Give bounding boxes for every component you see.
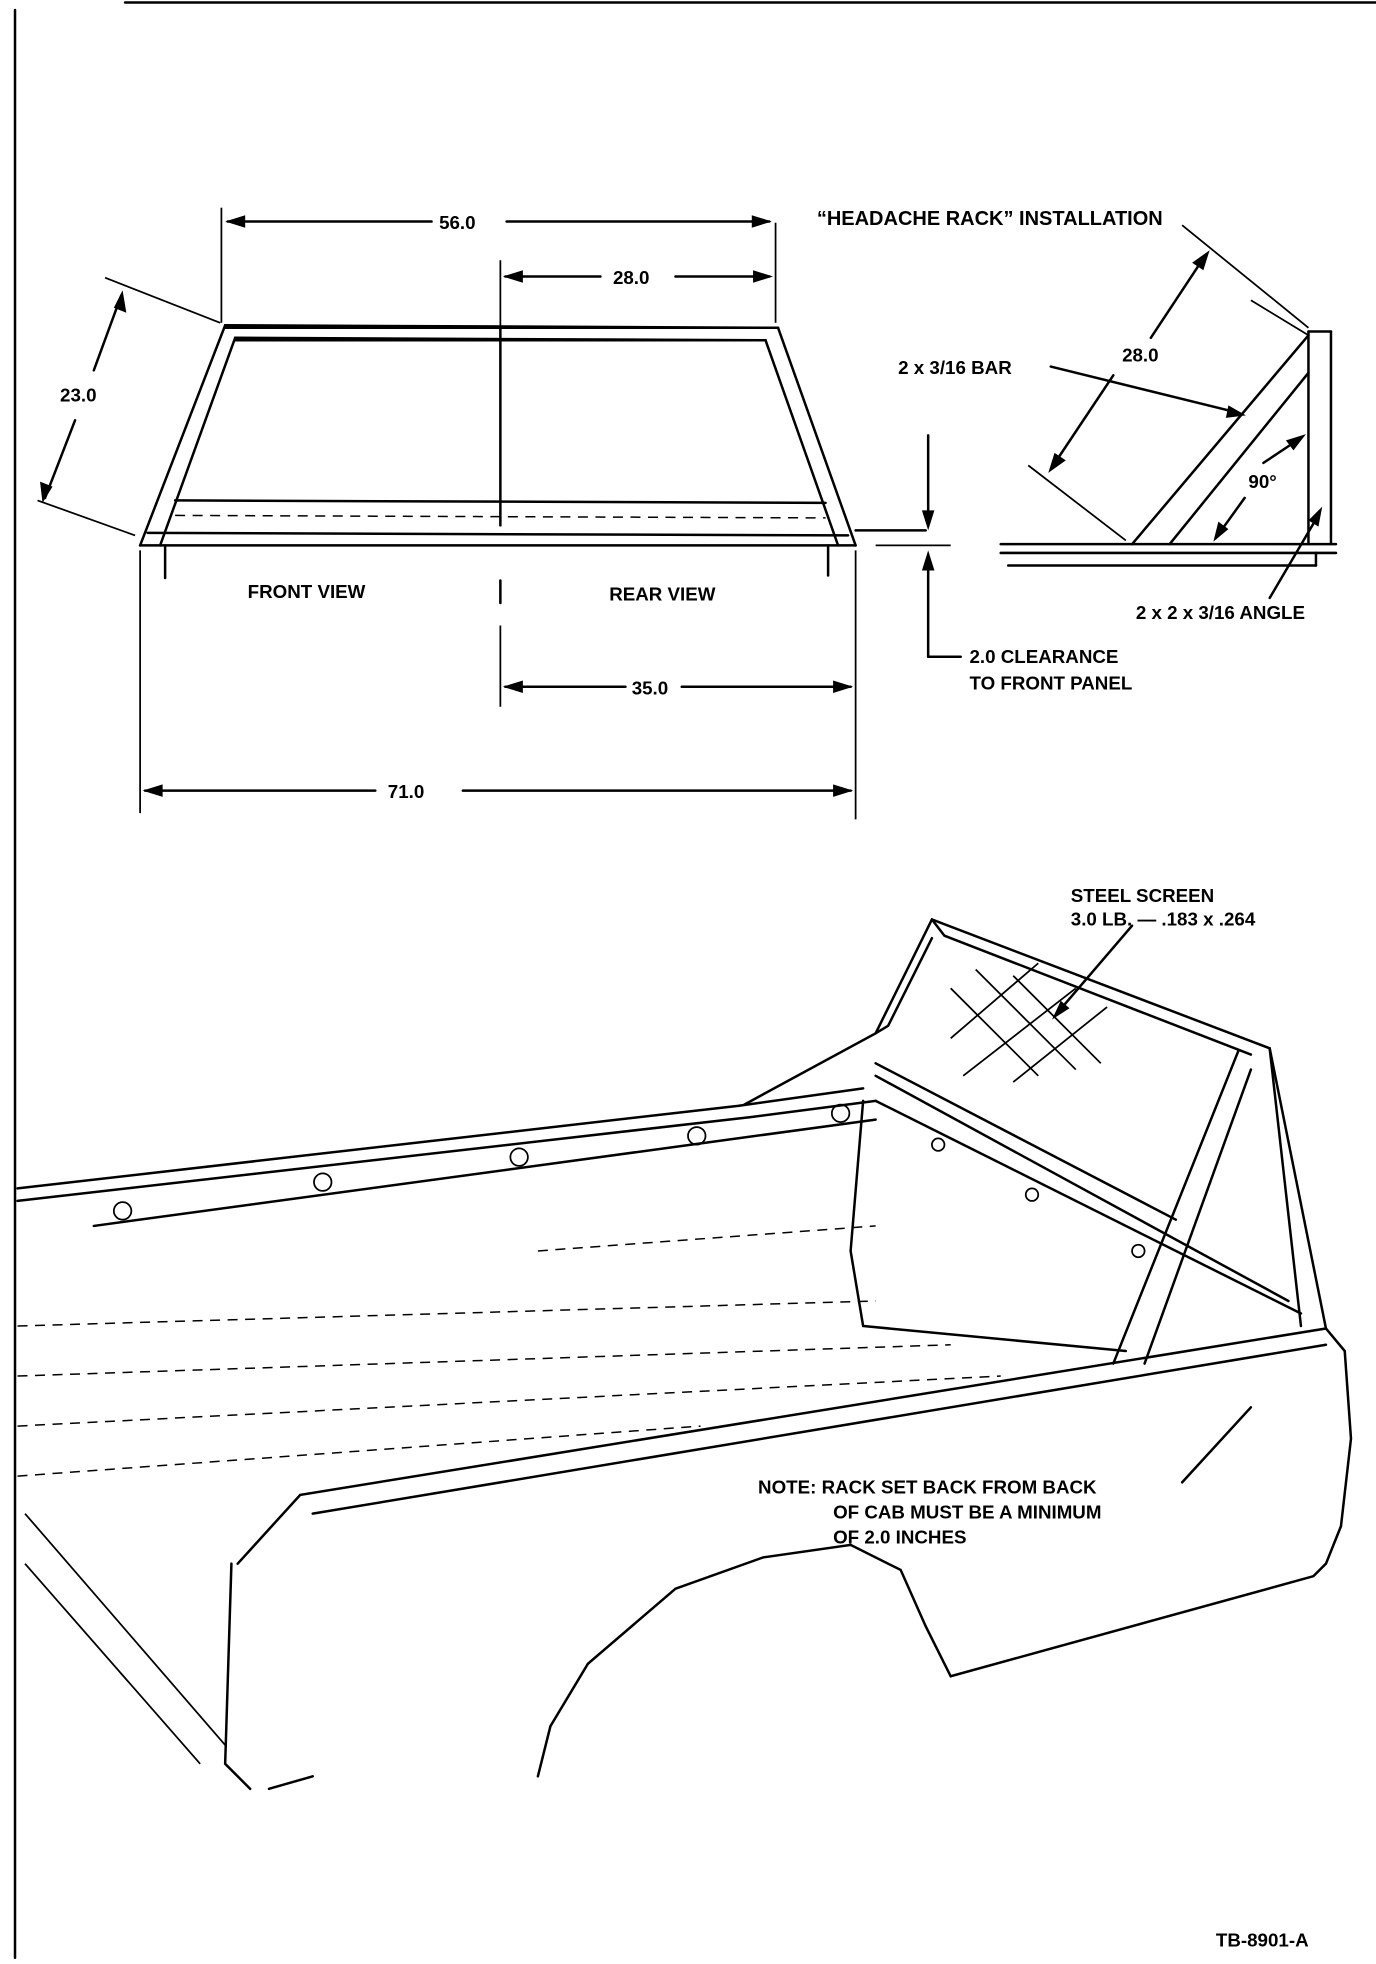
figure-id: TB-8901-A <box>1216 1929 1309 1950</box>
front-rear-view: 56.0 28.0 23.0 FRONT VIEW REAR VIEW 35.0 <box>37 207 1132 820</box>
dim-half-bottom-width: 35.0 <box>632 677 669 698</box>
angle-value: 90° <box>1248 471 1276 492</box>
clearance-label-line2: TO FRONT PANEL <box>969 672 1132 693</box>
rear-view-label: REAR VIEW <box>609 583 716 604</box>
steel-screen-mesh <box>950 962 1108 1083</box>
diagram-title: “HEADACHE RACK” INSTALLATION <box>817 208 1163 230</box>
dim-top-width: 56.0 <box>439 212 476 233</box>
note-line2: OF CAB MUST BE A MINIMUM <box>833 1502 1101 1523</box>
bar-label: 2 x 3/16 BAR <box>898 357 1012 378</box>
angle-label: 2 x 2 x 3/16 ANGLE <box>1136 602 1305 623</box>
dim-side-length: 23.0 <box>60 385 97 406</box>
note-line3: OF 2.0 INCHES <box>833 1527 966 1548</box>
steel-screen-label-line1: STEEL SCREEN <box>1071 885 1214 906</box>
note-line1: NOTE: RACK SET BACK FROM BACK <box>758 1477 1097 1498</box>
bolt-icons <box>112 1103 1146 1259</box>
dim-brace-length: 28.0 <box>1122 345 1159 366</box>
dim-half-top-width: 28.0 <box>613 267 650 288</box>
side-view: 28.0 2 x 3/16 BAR 90° 2 x 2 x 3/16 ANGLE <box>898 224 1338 623</box>
truck-bed-perspective: STEEL SCREEN 3.0 LB. — .183 x .264 <box>16 885 1353 1791</box>
front-view-label: FRONT VIEW <box>248 581 366 602</box>
page-border <box>13 1 1376 1959</box>
clearance-label-line1: 2.0 CLEARANCE <box>969 646 1118 667</box>
steel-screen-label-line2: 3.0 LB. — .183 x .264 <box>1071 909 1256 930</box>
dim-bottom-width: 71.0 <box>388 781 425 802</box>
